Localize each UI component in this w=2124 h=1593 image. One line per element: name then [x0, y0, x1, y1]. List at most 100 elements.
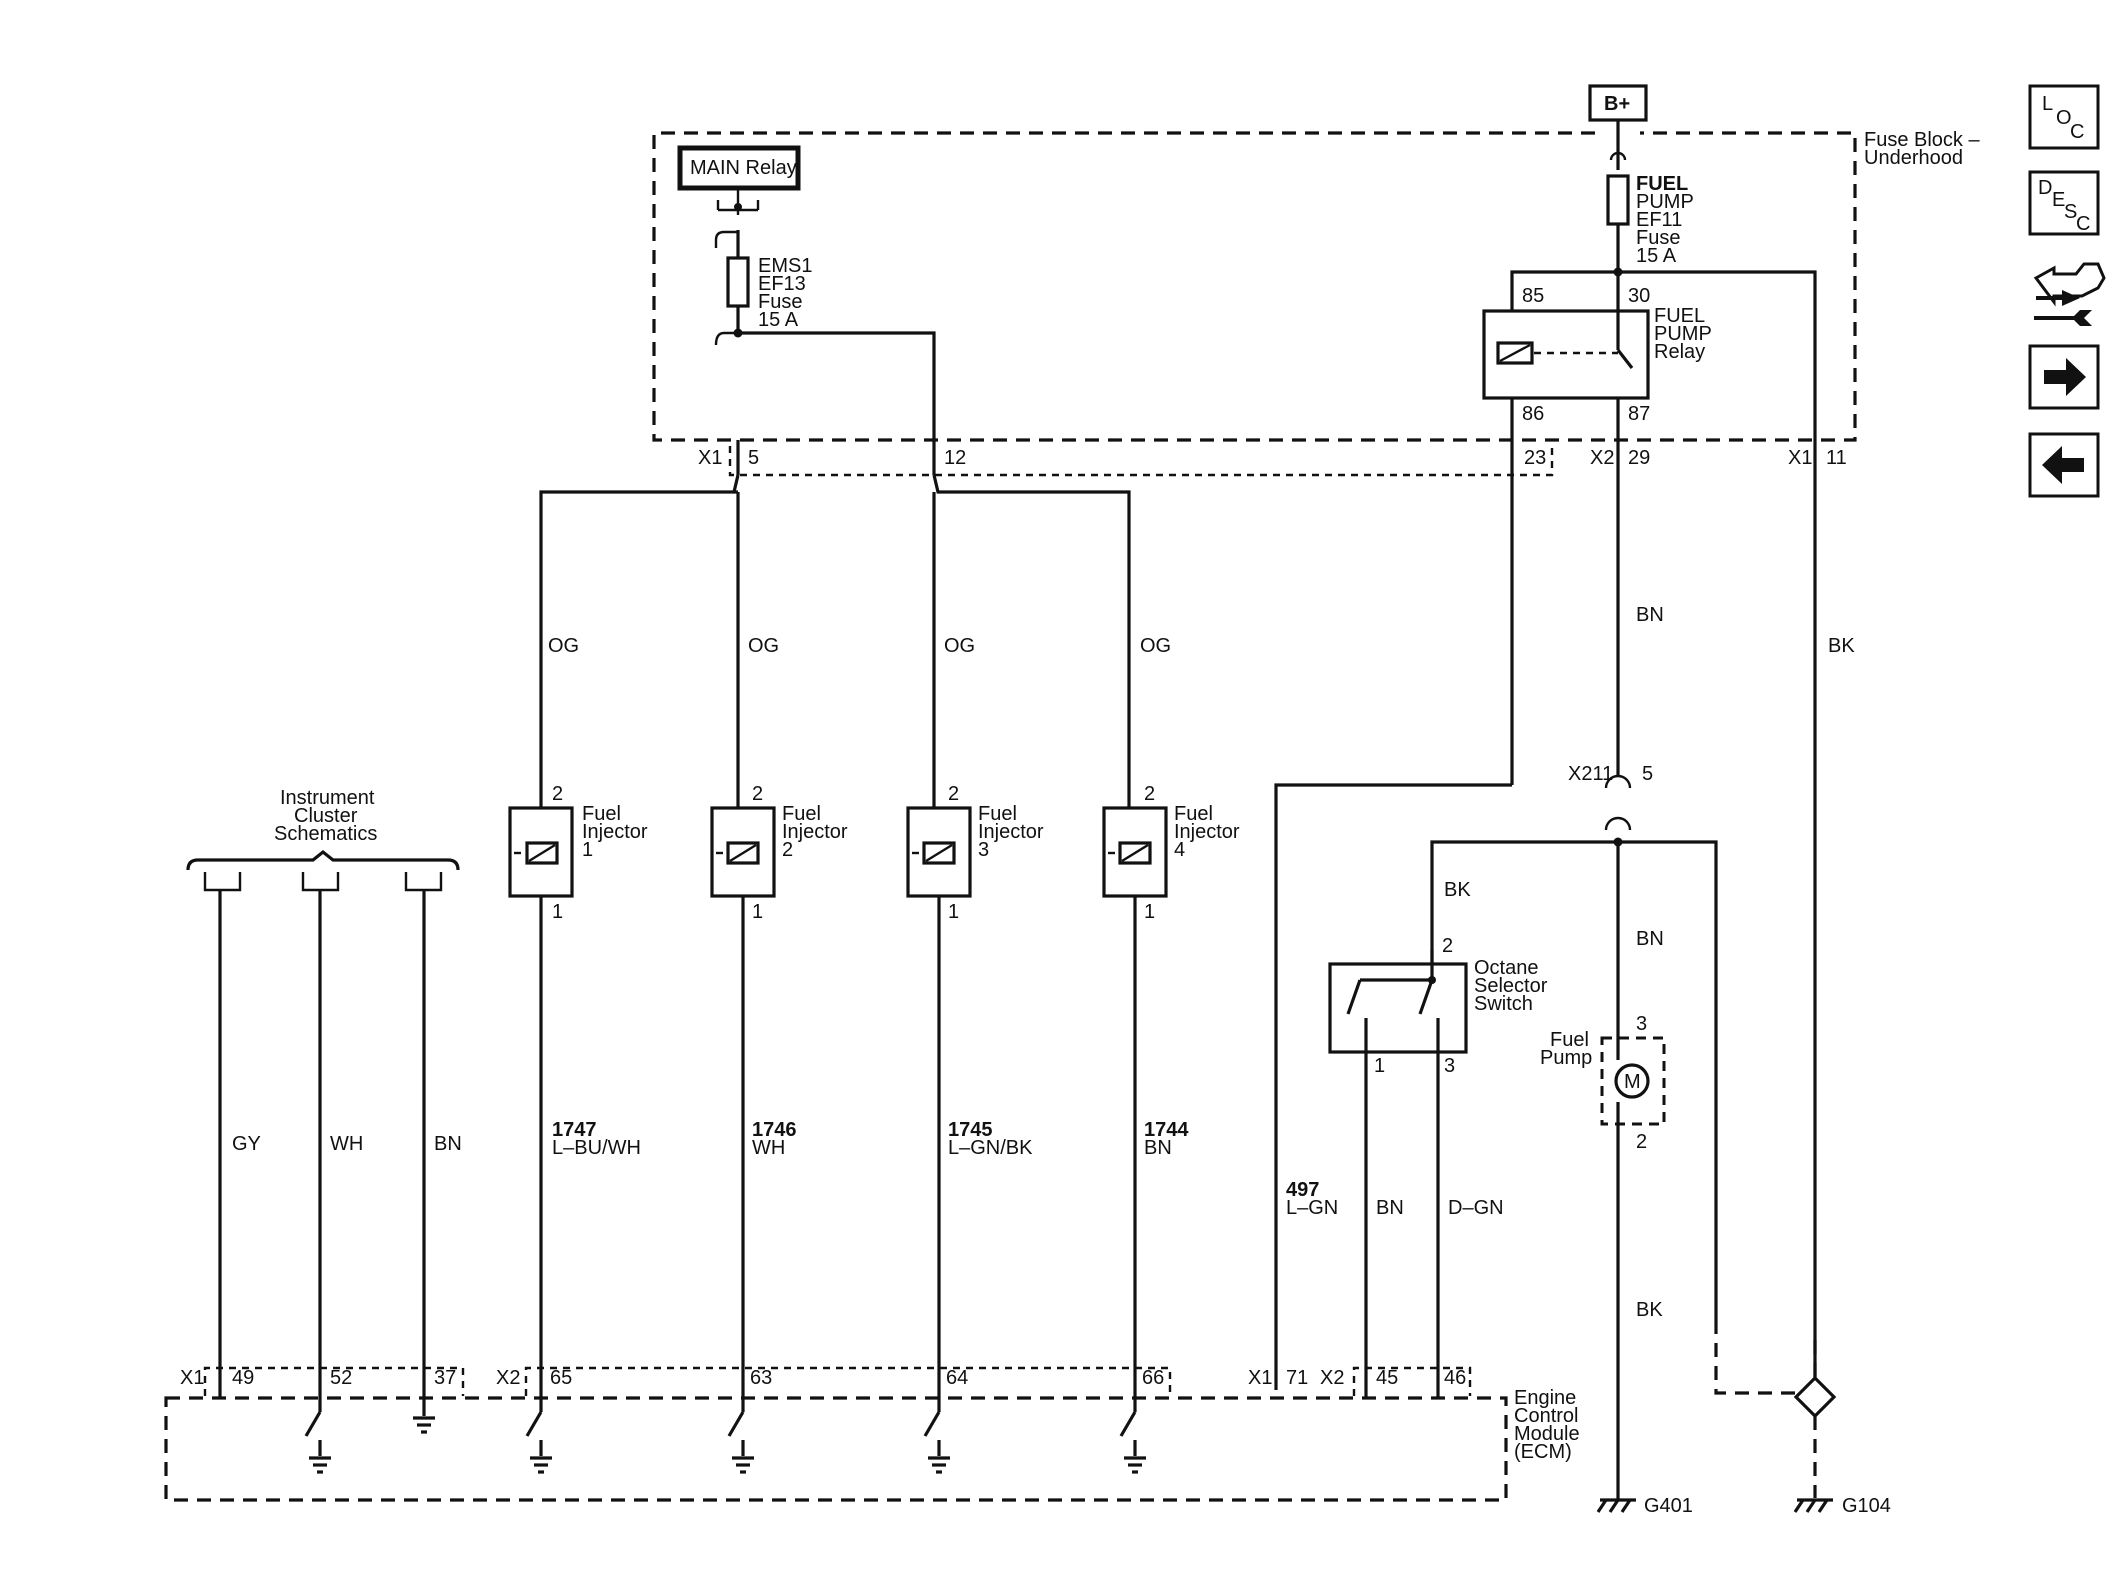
svg-text:L: L [2042, 93, 2053, 115]
svg-text:Fuel: Fuel [1550, 1029, 1589, 1051]
ems1-fuse: EMS1 EF13 Fuse 15 A [714, 230, 812, 346]
svg-text:X1: X1 [180, 1367, 204, 1389]
svg-text:D–GN: D–GN [1448, 1197, 1504, 1219]
svg-text:5: 5 [748, 447, 759, 469]
desc-button[interactable]: D E S C [2028, 170, 2100, 236]
svg-text:Fuel: Fuel [782, 803, 821, 825]
svg-text:49: 49 [232, 1367, 254, 1389]
svg-text:G401: G401 [1644, 1495, 1693, 1517]
svg-text:BN: BN [434, 1133, 462, 1155]
svg-text:X1: X1 [1248, 1367, 1272, 1389]
svg-text:1: 1 [948, 901, 959, 923]
svg-text:MAIN Relay: MAIN Relay [690, 157, 797, 179]
svg-text:63: 63 [750, 1367, 772, 1389]
svg-text:2: 2 [782, 839, 793, 861]
previous-arrow-button[interactable] [2028, 432, 2100, 498]
svg-text:64: 64 [946, 1367, 968, 1389]
next-arrow-button[interactable] [2028, 344, 2100, 410]
fuel-pump: M 3 2 Fuel Pump BN [1540, 928, 1666, 1153]
svg-text:Fuse: Fuse [758, 291, 802, 313]
svg-text:BN: BN [1636, 604, 1664, 626]
svg-text:Relay: Relay [1654, 341, 1705, 363]
svg-text:B+: B+ [1604, 93, 1630, 115]
svg-text:WH: WH [330, 1133, 363, 1155]
svg-text:52: 52 [330, 1367, 352, 1389]
svg-text:Switch: Switch [1474, 993, 1533, 1015]
svg-text:X1: X1 [698, 447, 722, 469]
svg-text:C: C [2070, 121, 2084, 143]
connector-tool-icon[interactable] [2033, 262, 2106, 326]
svg-text:Fuel: Fuel [582, 803, 621, 825]
svg-text:Fuse: Fuse [1636, 227, 1680, 249]
svg-text:O: O [2056, 107, 2072, 129]
g104-splice [1793, 1340, 1837, 1498]
svg-text:66: 66 [1142, 1367, 1164, 1389]
svg-text:4: 4 [1174, 839, 1185, 861]
svg-text:11: 11 [1826, 447, 1847, 469]
svg-text:497: 497 [1286, 1179, 1319, 1201]
svg-text:L–GN/BK: L–GN/BK [948, 1137, 1033, 1159]
svg-text:2: 2 [1442, 935, 1453, 957]
svg-text:Injector: Injector [1174, 821, 1240, 843]
svg-text:FUEL: FUEL [1654, 305, 1705, 327]
svg-text:5: 5 [1642, 763, 1653, 785]
svg-text:OG: OG [944, 635, 975, 657]
svg-text:L–BU/WH: L–BU/WH [552, 1137, 641, 1159]
svg-text:BK: BK [1828, 635, 1855, 657]
main-relay: MAIN Relay [677, 145, 801, 215]
svg-text:OG: OG [748, 635, 779, 657]
fuel-injector-3: 2 1 Fuel Injector 3 [906, 783, 1044, 923]
svg-text:Injector: Injector [978, 821, 1044, 843]
svg-text:OG: OG [548, 635, 579, 657]
svg-text:1: 1 [1144, 901, 1155, 923]
svg-text:E: E [2052, 189, 2065, 211]
svg-text:G104: G104 [1842, 1495, 1891, 1517]
svg-text:86: 86 [1522, 403, 1544, 425]
svg-text:BK: BK [1444, 879, 1471, 901]
svg-text:Selector: Selector [1474, 975, 1548, 997]
svg-text:X2: X2 [1320, 1367, 1344, 1389]
svg-text:1: 1 [1374, 1055, 1385, 1077]
fuel-injector-2: 2 1 Fuel Injector 2 [710, 783, 848, 923]
svg-text:87: 87 [1628, 403, 1650, 425]
fuel-pump-fuse: FUEL PUMP EF11 Fuse 15 A [1606, 173, 1694, 277]
svg-text:BK: BK [1636, 1299, 1663, 1321]
ground-g104: G104 [1793, 1495, 1891, 1517]
svg-text:PUMP: PUMP [1636, 191, 1694, 213]
fuel-injector-1: 2 1 Fuel Injector 1 [508, 783, 648, 923]
svg-text:2: 2 [552, 783, 563, 805]
fuse-block-label: Fuse Block – [1864, 129, 1980, 151]
loc-button[interactable]: L O C [2028, 84, 2100, 150]
svg-text:FUEL: FUEL [1636, 173, 1688, 195]
svg-text:1: 1 [752, 901, 763, 923]
cluster-wires: GY WH BN [218, 890, 462, 1398]
svg-text:3: 3 [978, 839, 989, 861]
svg-text:C: C [2076, 213, 2090, 235]
octane-selector-switch: 2 1 3 Octane Selector Switch BK [1328, 879, 1548, 1077]
svg-text:37: 37 [434, 1367, 456, 1389]
fuse-block-underhood: Fuse Block – Underhood [652, 129, 1980, 442]
svg-text:23: 23 [1524, 447, 1546, 469]
svg-text:Schematics: Schematics [274, 823, 377, 845]
svg-text:Pump: Pump [1540, 1047, 1592, 1069]
svg-text:46: 46 [1444, 1367, 1466, 1389]
svg-text:85: 85 [1522, 285, 1544, 307]
svg-text:30: 30 [1628, 285, 1650, 307]
svg-text:2: 2 [1636, 1131, 1647, 1153]
svg-text:D: D [2038, 177, 2052, 199]
svg-text:EMS1: EMS1 [758, 255, 812, 277]
svg-text:Engine: Engine [1514, 1387, 1576, 1409]
fuse-block-connectors: X1 5 12 23 X2 29 X1 11 [698, 446, 1847, 477]
svg-text:65: 65 [550, 1367, 572, 1389]
svg-text:1: 1 [582, 839, 593, 861]
svg-text:2: 2 [948, 783, 959, 805]
svg-text:Cluster: Cluster [294, 805, 358, 827]
svg-text:Octane: Octane [1474, 957, 1538, 979]
fuel-injector-4: 2 1 Fuel Injector 4 [1102, 783, 1240, 923]
svg-text:L–GN: L–GN [1286, 1197, 1338, 1219]
svg-text:Injector: Injector [582, 821, 648, 843]
svg-text:X211: X211 [1568, 763, 1613, 785]
svg-text:X1: X1 [1788, 447, 1812, 469]
svg-text:1: 1 [552, 901, 563, 923]
